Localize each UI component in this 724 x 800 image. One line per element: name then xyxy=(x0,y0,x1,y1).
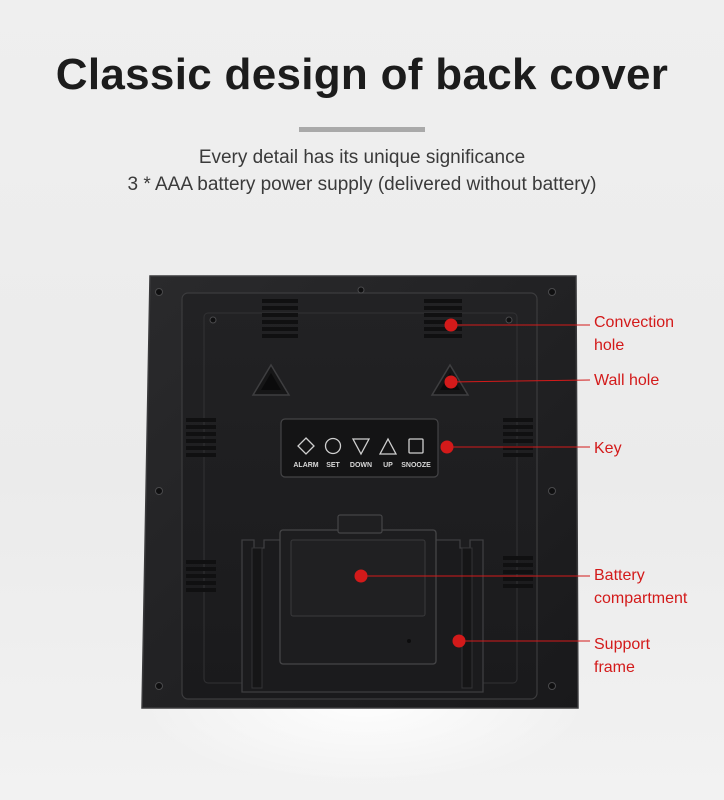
floor-reflection xyxy=(140,700,590,790)
callout-dot xyxy=(440,440,454,454)
subtitle-line-1: Every detail has its unique significance xyxy=(198,147,526,168)
subtitle-line-2: 3 * AAA battery power supply (delivered … xyxy=(127,174,597,195)
callout-key: Key xyxy=(594,440,622,457)
callout-dot xyxy=(452,634,466,648)
callout-support-frame: Support frame xyxy=(594,636,651,676)
key-buttons xyxy=(297,437,424,456)
callout-dot xyxy=(354,569,368,583)
callout-convection-hole: Convection hole xyxy=(594,314,675,354)
key-label-up: UP xyxy=(383,462,393,469)
convection-vents-top xyxy=(262,299,462,338)
callout-dot xyxy=(444,318,458,332)
convection-vents-side xyxy=(186,418,533,592)
key-label-set: SET xyxy=(326,462,340,469)
key-label-alarm: ALARM xyxy=(293,462,318,469)
alarm-key-icon xyxy=(297,437,315,455)
callout-battery-compartment: Battery compartment xyxy=(594,567,688,607)
key-panel xyxy=(280,418,439,478)
title-divider xyxy=(299,127,425,132)
set-key-icon xyxy=(324,437,342,455)
screw-icon xyxy=(155,286,556,690)
down-key-icon xyxy=(351,438,371,456)
callout-wall-hole: Wall hole xyxy=(594,372,660,389)
key-label-snooze: SNOOZE xyxy=(401,462,431,469)
key-label-down: DOWN xyxy=(350,462,372,469)
callout-dot xyxy=(444,375,458,389)
snooze-key-icon xyxy=(408,438,424,454)
page-title: Classic design of back cover xyxy=(55,50,669,99)
callout-lines xyxy=(354,318,591,648)
up-key-icon xyxy=(378,437,398,455)
battery-latch xyxy=(337,514,383,534)
